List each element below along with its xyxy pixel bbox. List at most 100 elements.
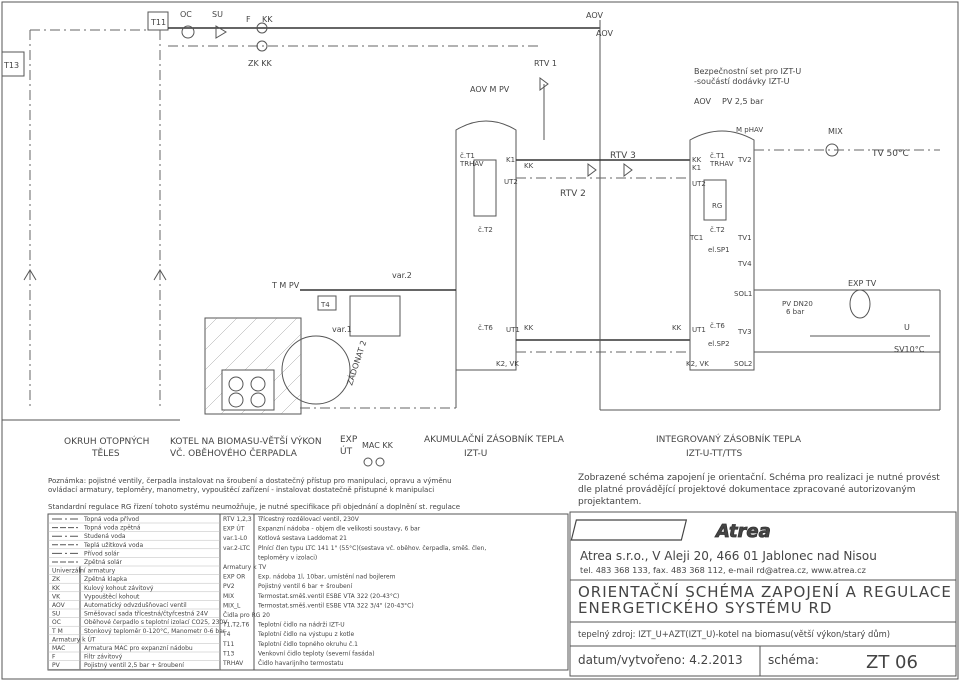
mackk-label: MAC KK [362,441,394,450]
tank1-kk: KK [524,162,534,170]
exp-1: EXP [340,435,358,445]
ball-valve-icon [256,40,268,52]
legend-left-text: Oběhové čerpadlo s teplotní izolací CO25… [84,619,228,626]
kotel-1: KOTEL NA BIOMASU-VĚTŠÍ VÝKON [170,435,322,447]
tank2-elsp2: el.SP2 [708,340,730,348]
radiator-circuit: T13 T11 [1,11,180,421]
legend-right-symbol: var.1-L0 [223,535,247,542]
rtv2-label: RTV 2 [560,189,586,199]
tank2-elsp1: el.SP1 [708,246,730,254]
legend-right-symbol: EXP OR [223,574,245,581]
u-label: U [904,323,910,332]
logo-text: Atrea [714,521,771,542]
exptv-label: EXP TV [848,279,877,288]
legend-left-symbol: KK [52,585,61,592]
aov3-label: AOV [694,97,711,106]
legend-right-text: Třícestný rozdělovací ventil, 230V [257,516,360,523]
tank-izt-u: AOV M PV č.T1 TRHAV K1 KK UT2 č.T2 č.T6 … [455,85,690,371]
tank1-ct2: č.T2 [478,226,493,234]
legend-left-symbol: SU [52,611,60,618]
title-line-2: ENERGETICKÉHO SYSTÉMU RD [578,598,832,617]
legend-right-symbol: T13 [222,650,234,657]
aov1-label: AOV [586,11,603,20]
legend-left-text: Vypouštěcí kohout [84,593,140,600]
tank2-rg: RG [712,202,722,210]
set-sub: -součástí dodávky IZT-U [694,76,790,86]
title-block: Atrea Atrea s.r.o., V Aleji 20, 466 01 J… [569,511,957,677]
legend-right-symbol: MIX [223,593,234,600]
cold-water-supply: EXP TV PV DN20 6 bar U SV10°C [782,279,930,354]
legend-right-text: Termostat.směš.ventil ESBE VTA 322 3/4" … [257,602,414,609]
akum-2: IZT-U [464,449,487,459]
tank1-ct6: č.T6 [478,324,493,332]
tank2-ct6: č.T6 [710,322,725,330]
legend-right-text: Teplotní čidlo na nádrži IZT-U [257,622,345,629]
legend-left-symbol: T M [51,628,63,635]
tank2-tv2: TV2 [737,156,752,164]
kk-label: KK [262,15,273,24]
legend-right-text: Pojistný ventil 6 bar + šroubení [258,583,353,590]
legend-right-symbol: var.2-LTC [223,545,250,552]
legend-left-text: Studená voda [84,533,126,540]
legend-left-symbol: PV [52,662,61,669]
title-line-1: ORIENTAČNÍ SCHÉMA ZAPOJENÍ A REGULACE [578,582,952,601]
legend-right-text: teploměry v izolaci) [258,554,317,561]
note-1: Poznámka: pojistné ventily, čerpadla ins… [48,477,452,485]
legend-left-text: Stonkový teploměr 0-120°C, Manometr 0-6 … [84,628,226,635]
legend-left-text: Zpětná solár [84,559,122,566]
tank2-k2vk: K2, VK [686,360,709,368]
tank1-k1: K1 [506,156,515,164]
legend-left-symbol: MAC [52,645,65,652]
legend-right-symbol: MIX_L [223,602,241,609]
boiler: ZÁDONAT 2 T M PV T4 var.1 var.2 [204,271,457,415]
okruh-2: TĚLES [91,447,120,459]
three-way-valve-icon [623,163,633,177]
legend-right-symbol: RTV 1,2,3 [223,516,252,523]
tank1-ut1: UT1 [506,326,520,334]
akum-1: AKUMULAČNÍ ZÁSOBNÍK TEPLA [424,433,565,445]
legend-left-text: Topná voda přívod [83,516,139,523]
pvbar-label: 6 bar [786,308,804,316]
legend-left-text: Filtr závitový [84,654,123,661]
pvdn-label: PV DN20 [782,300,813,308]
notes: Poznámka: pojistné ventily, čerpadla ins… [48,472,940,511]
legend-right-text: Termostat.směš.ventil ESBE VTA 322 (20-4… [257,593,399,600]
legend-right-text: Exp. nádoba 1l, 10bar, umístění nad bojl… [258,574,396,581]
tv50-label: TV 50°C [871,149,909,159]
legend-left-text: Směšovací sada třícestná/čtyřcestná 24V [84,611,209,618]
tank2-k1: K1 [692,164,701,172]
legend-right-text: Expanzní nádoba - objem dle velikosti so… [258,526,421,533]
legend-left-text: Přívod solár [84,550,120,557]
integ-2: IZT-U-TT/TTS [686,449,742,459]
legend-left-text: Kulový kohout závitový [84,585,154,592]
tank2-tv1: TV1 [737,234,752,242]
ball-valve-icon [256,22,268,34]
expansion-vessel-icon [849,289,871,319]
note-2: ovládací armatury, teploměry, manometry,… [48,486,434,494]
tank2-tc1: TC1 [689,234,703,242]
three-way-valve-icon [587,163,597,177]
legend-right-symbol: PV2 [223,583,235,590]
heat-source: tepelný zdroj: IZT_U+AZT(IZT_U)-kotel na… [578,629,890,639]
company-contact: tel. 483 368 133, fax. 483 368 112, e-ma… [580,565,866,575]
legend-left-text: Topná voda zpětná [83,525,141,532]
legend-left-symbol: VK [52,593,61,600]
tank2-tv3: TV3 [737,328,752,336]
legend-left-text: Automatický odvzdušňovací ventil [84,602,187,609]
company-address: Atrea s.r.o., V Aleji 20, 466 01 Jablone… [580,549,877,563]
tank2-ut1: UT1 [692,326,706,334]
tank2-ct2: č.T2 [710,226,725,234]
t13-label: T13 [3,61,19,70]
legend-left-text: Zpětná klapka [84,576,127,583]
pv25-label: PV 2,5 bar [722,97,764,106]
mix-valve-icon [825,143,839,157]
scheme-number: ZT 06 [866,652,918,673]
tank-izt-u-tt: Bezpečnostní set pro IZT-U -součástí dod… [599,66,941,411]
legend-left-symbol: Univerzální armatury [52,568,116,575]
legend-right-symbol: T1,T2,T6 [222,622,249,629]
tmpv-label: T M PV [271,281,300,290]
legend-right-text: Teplotní čidlo topného okruhu č.1 [257,641,358,648]
aov-mpv-label: AOV M PV [470,85,510,94]
